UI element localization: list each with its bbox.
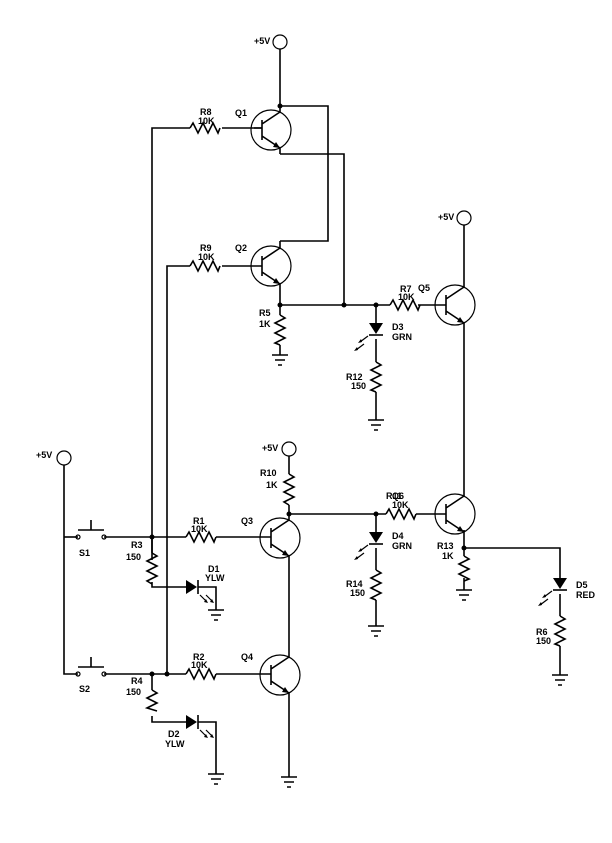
svg-text:R9: R9 (200, 243, 212, 253)
svg-text:R13: R13 (437, 541, 454, 551)
q1-supply-terminal: +5V (254, 34, 288, 50)
svg-text:150: 150 (126, 552, 141, 562)
svg-text:R14: R14 (346, 579, 363, 589)
led-d4: D4 GRN (354, 531, 412, 560)
svg-text:GRN: GRN (392, 541, 412, 551)
resistor-r3: R3 150 (126, 540, 159, 585)
junction-dots (149, 103, 467, 677)
q5-supply-label: +5V (438, 212, 454, 222)
svg-text:150: 150 (350, 588, 365, 598)
svg-text:D5: D5 (576, 580, 588, 590)
svg-text:150: 150 (126, 687, 141, 697)
svg-text:YLW: YLW (165, 739, 185, 749)
r10-supply-label: +5V (262, 443, 278, 453)
resistor-r10: R10 1K (260, 468, 296, 506)
svg-text:150: 150 (536, 636, 551, 646)
svg-text:S1: S1 (79, 548, 90, 558)
switch-s2: S2 (75, 657, 107, 694)
wires (63, 49, 561, 777)
switch-supply-terminal: +5V (36, 450, 72, 466)
resistor-r7: R7 10K (389, 284, 421, 312)
q5-label: Q5 (418, 283, 430, 293)
svg-text:10K: 10K (191, 660, 208, 670)
resistor-r8: R8 10K (189, 107, 221, 135)
svg-text:1K: 1K (266, 480, 278, 490)
q1-label: Q1 (235, 108, 247, 118)
svg-text:R6: R6 (536, 627, 548, 637)
transistor-q1: Q1 (235, 106, 292, 154)
svg-text:10K: 10K (198, 116, 215, 126)
svg-text:150: 150 (351, 381, 366, 391)
resistor-r12: R12 150 (346, 361, 383, 393)
svg-text:10K: 10K (191, 524, 208, 534)
svg-text:R12: R12 (346, 372, 363, 382)
resistor-r2: R2 10K (185, 652, 217, 681)
switch-s1: S1 (75, 520, 107, 558)
svg-text:D1: D1 (208, 564, 220, 574)
led-d3: D3 GRN (354, 322, 412, 351)
svg-text:10K: 10K (198, 252, 215, 262)
q6-label: Q6 (392, 491, 404, 501)
svg-text:1K: 1K (442, 551, 454, 561)
resistor-r6: R6 150 (536, 615, 567, 647)
svg-text:D4: D4 (392, 531, 404, 541)
resistor-r13: R13 1K (437, 541, 471, 582)
svg-text:R8: R8 (200, 107, 212, 117)
resistor-r11: R11 10K (385, 491, 417, 521)
switch-supply-label: +5V (36, 450, 52, 460)
transistor-q4: Q4 (241, 652, 301, 696)
svg-text:1K: 1K (259, 319, 271, 329)
transistor-q3: Q3 (241, 516, 301, 559)
svg-text:R11: R11 (386, 491, 402, 501)
svg-text:R2: R2 (193, 652, 205, 662)
svg-text:R3: R3 (131, 540, 143, 550)
svg-text:R4: R4 (131, 676, 143, 686)
svg-text:GRN: GRN (392, 332, 412, 342)
svg-text:YLW: YLW (205, 573, 225, 583)
transistor-q6: Q6 (392, 491, 476, 535)
svg-text:D2: D2 (168, 729, 180, 739)
resistor-r9: R9 10K (189, 243, 221, 273)
resistor-r4: R4 150 (126, 676, 159, 712)
led-d2: D2 YLW (165, 715, 214, 749)
svg-text:10K: 10K (392, 500, 409, 510)
svg-text:R10: R10 (260, 468, 277, 478)
q4-label: Q4 (241, 652, 253, 662)
ground-symbols (208, 354, 568, 788)
transistor-q2: Q2 (235, 241, 292, 287)
svg-text:R7: R7 (400, 284, 412, 294)
svg-text:D3: D3 (392, 322, 404, 332)
resistor-r14: R14 150 (346, 569, 383, 601)
svg-text:10K: 10K (398, 292, 415, 302)
q2-label: Q2 (235, 243, 247, 253)
svg-text:R5: R5 (259, 308, 271, 318)
svg-text:RED: RED (576, 590, 596, 600)
transistor-q5: Q5 (418, 283, 476, 326)
resistor-r5: R5 1K (259, 308, 287, 346)
r10-supply-terminal: +5V (262, 441, 297, 457)
svg-text:S2: S2 (79, 684, 90, 694)
q3-label: Q3 (241, 516, 253, 526)
led-d5: D5 RED (538, 578, 596, 606)
q1-supply-label: +5V (254, 36, 270, 46)
q5-supply-terminal: +5V (438, 210, 472, 226)
led-d1: D1 YLW (186, 564, 225, 603)
svg-text:R1: R1 (193, 516, 205, 526)
resistor-r1: R1 10K (185, 516, 217, 544)
